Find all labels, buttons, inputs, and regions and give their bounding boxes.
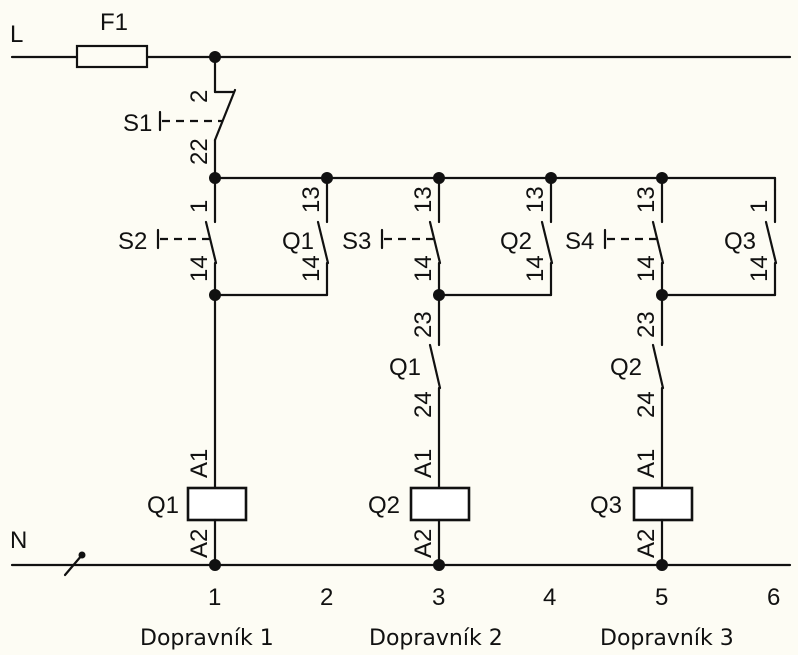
holding-contact-q1 [316,176,330,297]
coil-pin-bottom: A2 [633,529,660,558]
interlock-contact-q2 [651,293,665,490]
start-switch-pin-bottom: 14 [633,255,660,282]
holding-contact-q2 [540,176,554,297]
coil-pin-bottom: A2 [410,529,437,558]
start-switch-pin-top: 1 [186,200,213,213]
interlock-contact-pin-bottom: 24 [410,391,437,418]
coil-label: Q2 [368,492,400,519]
junction-dot [433,559,445,571]
holding-contact-label: Q2 [500,228,532,255]
coil-q1 [186,486,248,522]
column-number: 5 [655,584,668,611]
column-number: 1 [208,584,221,611]
holding-contact-label: Q1 [282,228,314,255]
coil-pin-top: A1 [410,449,437,478]
stop-switch-pin-top: 2 [186,90,213,103]
interlock-contact-q1 [428,293,442,490]
coil-pin-bottom: A2 [186,529,213,558]
coil-q2 [409,486,471,522]
holding-contact-pin-bottom: 14 [746,255,773,282]
stop-switch-s1 [158,55,237,180]
holding-contact-pin-top: 1 [746,200,773,213]
interlock-contact-pin-bottom: 24 [633,391,660,418]
neutral-rail-label: N [10,527,27,554]
start-switch-label: S3 [342,228,371,255]
start-switch-pin-bottom: 14 [186,255,213,282]
line-rail-label: L [10,21,23,48]
start-switch-pin-top: 13 [633,186,660,213]
stop-switch-pin-bottom: 22 [186,138,213,165]
start-switch-pin-top: 13 [410,186,437,213]
coil-label: Q1 [147,492,179,519]
coil-pin-top: A1 [186,449,213,478]
holding-contact-label: Q3 [724,228,756,255]
junction-dot [209,559,221,571]
holding-contact-q3 [764,188,778,297]
coil-q3 [632,486,694,522]
start-switch-label: S2 [118,228,147,255]
conveyor-caption: Dopravník 1 [140,626,274,651]
start-switch-pin-bottom: 14 [410,255,437,282]
start-switch-label: S4 [565,228,594,255]
holding-contact-pin-bottom: 14 [522,255,549,282]
conveyor-caption: Dopravník 2 [369,626,503,651]
column-number: 2 [320,584,333,611]
column-number: 3 [432,584,445,611]
neutral-marker-slash [63,553,84,577]
interlock-contact-label: Q1 [389,354,421,381]
column-number: 4 [543,584,556,611]
holding-contact-pin-top: 13 [522,186,549,213]
fuse-f1 [75,44,149,69]
interlock-contact-label: Q2 [610,354,642,381]
coil-label: Q3 [590,492,622,519]
column-number: 6 [767,584,780,611]
conveyor-caption: Dopravník 3 [600,626,734,651]
coil-pin-top: A1 [633,449,660,478]
fuse-label: F1 [100,9,128,36]
neutral-marker-dot [78,551,86,559]
stop-switch-label: S1 [123,110,152,137]
holding-contact-pin-bottom: 14 [298,255,325,282]
interlock-contact-pin-top: 23 [410,311,437,338]
junction-dot [656,559,668,571]
interlock-contact-pin-top: 23 [633,311,660,338]
holding-contact-pin-top: 13 [298,186,325,213]
